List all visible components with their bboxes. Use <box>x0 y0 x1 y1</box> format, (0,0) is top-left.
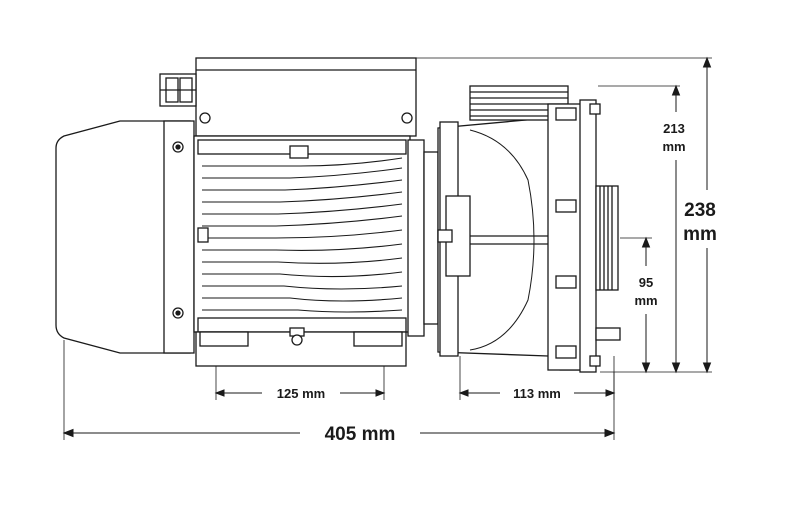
right-foot <box>353 331 403 347</box>
label-405: 405 mm <box>325 424 396 445</box>
label-238-unit: mm <box>683 224 717 245</box>
dim-line-125 <box>214 389 386 397</box>
motor-top-collar <box>289 145 309 159</box>
pump-volute-shading <box>469 129 535 351</box>
dim-line-405 <box>62 428 616 438</box>
cooling-fins <box>202 157 403 313</box>
pump-front-plate <box>579 99 597 373</box>
dim-line-113 <box>458 389 616 397</box>
motor-side-tab <box>197 227 209 243</box>
label-238-value: 238 <box>684 200 716 221</box>
pump-front-bolts <box>555 103 601 367</box>
end-plate-bolt-bottom-inner <box>175 310 181 316</box>
dim-line-213 <box>671 84 681 374</box>
cable-glands <box>159 73 197 107</box>
inlet-threads <box>595 185 619 291</box>
label-95-value: 95 <box>639 275 653 290</box>
drain-plug <box>289 327 305 346</box>
end-plate-bolt-bottom <box>172 307 184 319</box>
label-213-unit: mm <box>662 139 685 154</box>
terminal-box-screw-right <box>401 112 413 124</box>
motor-fan-cover <box>55 120 191 354</box>
pump-mid-bracket-bolt <box>437 229 453 243</box>
motor-adapter-ring <box>423 151 439 325</box>
label-113: 113 mm <box>513 386 561 401</box>
dim-line-95 <box>641 236 651 374</box>
terminal-box-screw-left <box>199 112 211 124</box>
end-plate-bolt-top <box>172 141 184 153</box>
label-95-unit: mm <box>634 293 657 308</box>
left-foot <box>199 331 249 347</box>
label-125: 125 mm <box>277 386 325 401</box>
drain-nipple <box>595 327 621 341</box>
extension-lines <box>63 57 712 440</box>
dim-line-238 <box>702 56 712 374</box>
end-plate-bolt-top-inner <box>175 144 181 150</box>
motor-adapter-flange <box>407 139 425 337</box>
label-213-value: 213 <box>663 121 685 136</box>
motor-body <box>193 135 411 333</box>
